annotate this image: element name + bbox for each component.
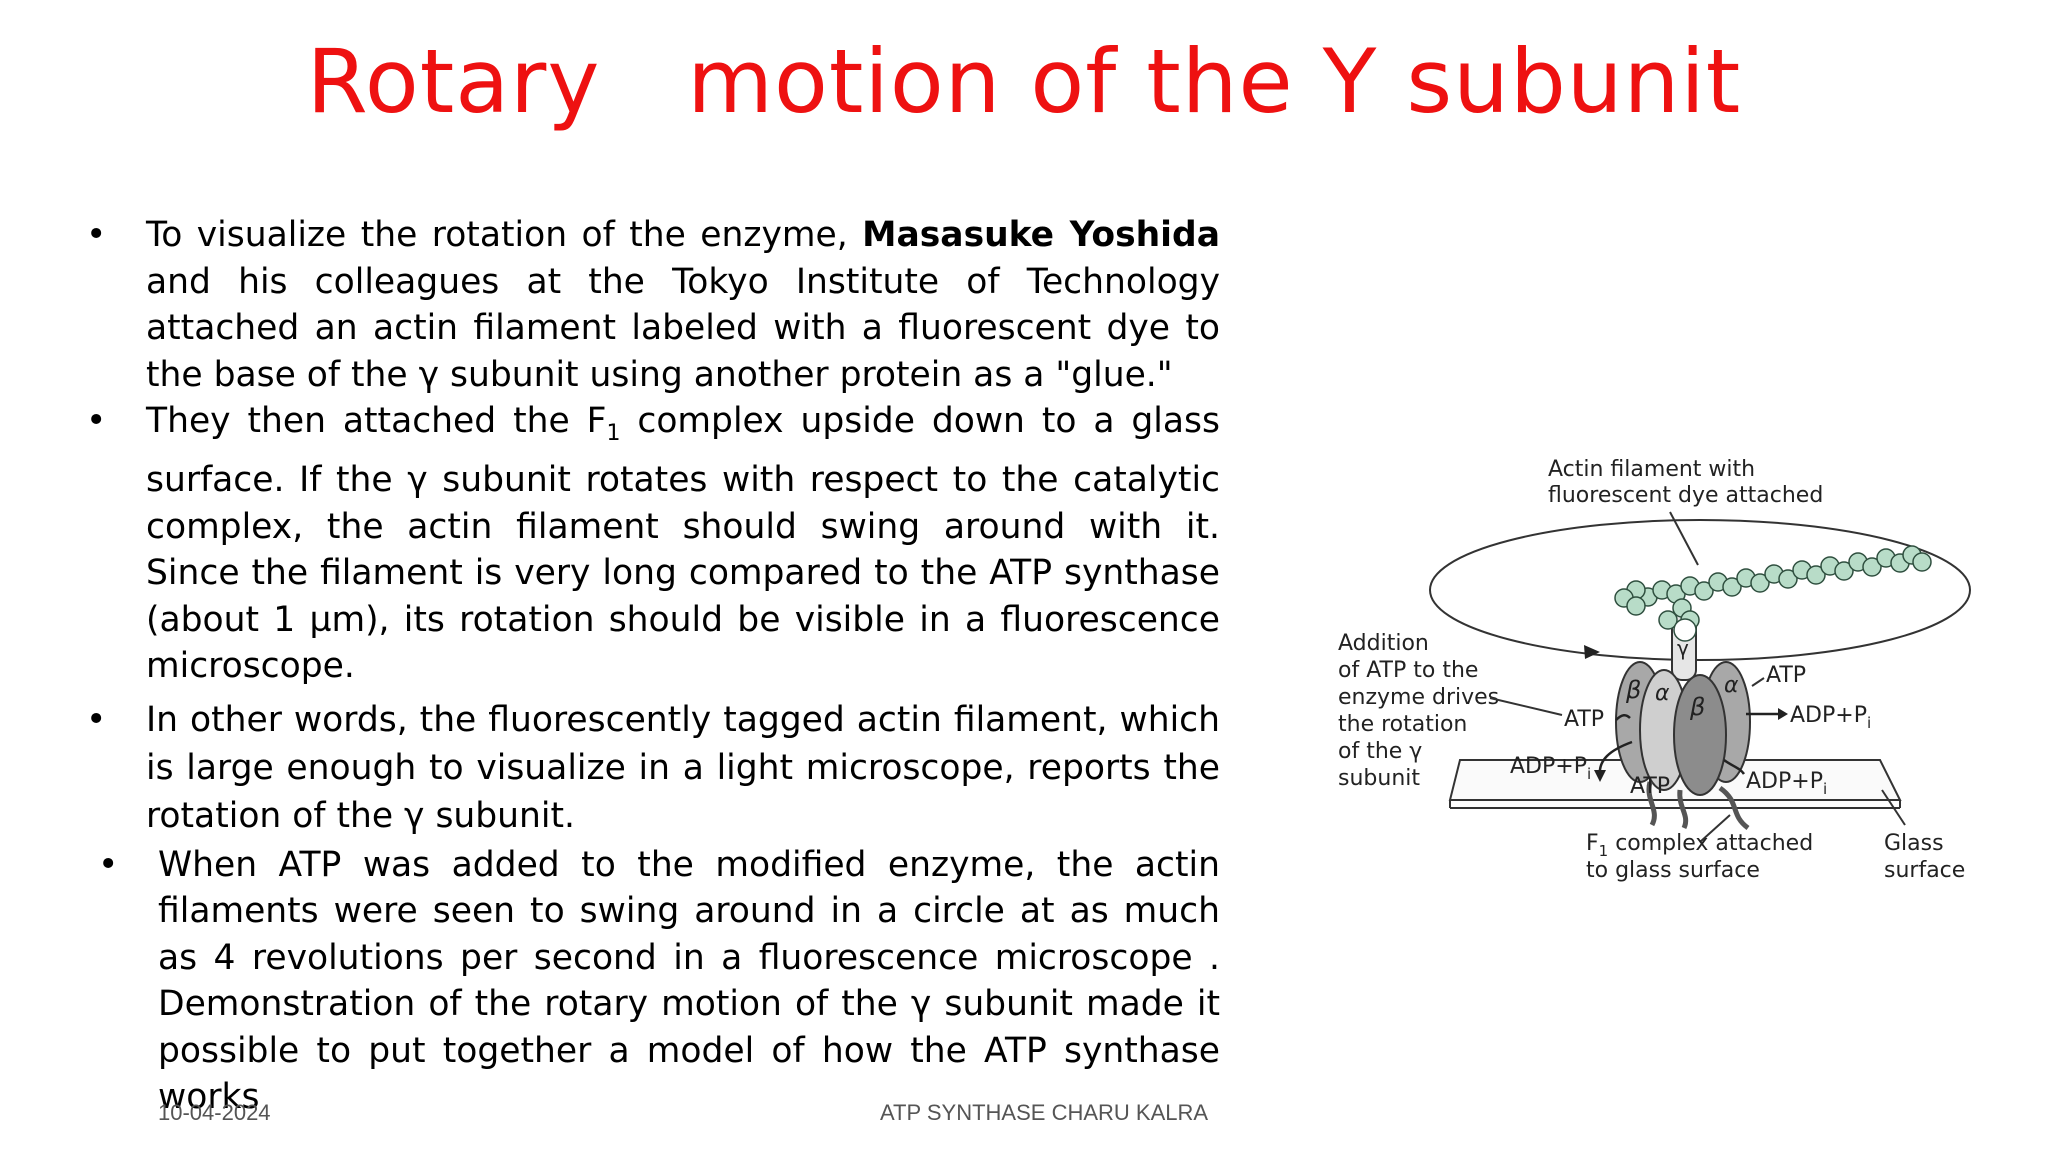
addition-label-pointer: [1489, 697, 1563, 716]
beta-subunit-front: [1673, 674, 1727, 796]
f1-label-pointer: [1699, 814, 1731, 843]
bullet-item-1: • To visualize the rotation of the enzym…: [86, 212, 1220, 398]
bullet-2-text-start: They then attached the F: [146, 401, 607, 441]
glue-protein: [1673, 618, 1697, 642]
rotation-path-ellipse: [1429, 519, 1971, 661]
svg-text:enzyme drives: enzyme drives: [1338, 685, 1499, 710]
slide-title: Rotary motion of the Y subunit: [306, 30, 1742, 133]
beta-label-front: β: [1689, 693, 1705, 721]
glass-surface-label-line1: Glass: [1884, 831, 1944, 856]
adp-right-arrowhead: [1778, 708, 1788, 720]
bullet-item-3: • In other words, the fluorescently tagg…: [86, 696, 1220, 840]
tether-right: [1718, 785, 1750, 831]
svg-text:subunit: subunit: [1338, 766, 1420, 791]
bullet-2-subscript: 1: [606, 420, 621, 446]
svg-text:the rotation: the rotation: [1338, 712, 1467, 737]
actin-filament: [1614, 545, 1932, 630]
atp-label-left: ATP: [1564, 707, 1604, 732]
bullet-marker: •: [86, 215, 107, 255]
addition-of-atp-label: Addition of ATP to the enzyme drives the…: [1338, 631, 1499, 791]
atp-label-right: ATP: [1766, 663, 1806, 688]
alpha-label-right: α: [1724, 673, 1739, 698]
bullet-marker: •: [86, 401, 107, 441]
bullet-2-text-end: complex upside down to a glass surface. …: [146, 401, 1220, 687]
bullet-3-text: In other words, the fluorescently tagged…: [146, 699, 1220, 836]
bullet-item-4: • When ATP was added to the modified enz…: [86, 842, 1220, 1121]
bullet-marker: •: [86, 699, 107, 740]
svg-text:of the γ: of the γ: [1338, 739, 1422, 764]
rotation-arrowhead: [1584, 645, 1600, 659]
gamma-label: γ: [1677, 636, 1689, 660]
atp-right-pointer: [1751, 677, 1765, 687]
glass-label-pointer: [1881, 789, 1906, 826]
beta-label-left: β: [1625, 676, 1641, 704]
bullet-1-text-start: To visualize the rotation of the enzyme,: [146, 215, 863, 255]
adp-label-right: ADP+Pi: [1790, 703, 1871, 732]
bullet-marker: •: [98, 844, 119, 885]
atp-left-arrow: [1615, 714, 1631, 721]
bullet-list: • To visualize the rotation of the enzym…: [86, 212, 1220, 1121]
adp-label-left: ADP+Pi: [1510, 754, 1591, 783]
adp-left-arrowhead: [1594, 770, 1606, 782]
alpha-label-front: α: [1655, 681, 1670, 706]
f1-complex-label-line1: F1 complex attached: [1586, 831, 1813, 860]
bullet-4-text: When ATP was added to the modified enzym…: [158, 844, 1220, 1118]
bullet-1-text-end: and his colleagues at the Tokyo Institut…: [146, 261, 1220, 395]
footer-text: ATP SYNTHASE CHARU KALRA: [880, 1100, 1209, 1125]
actin-label-line2: fluorescent dye attached: [1548, 483, 1823, 508]
adp-label-bottom: ADP+Pi: [1746, 769, 1827, 798]
atp-label-bottom: ATP: [1630, 774, 1670, 799]
bullet-1-bold-name: Masasuke Yoshida: [862, 215, 1220, 255]
glass-surface-label-line2: surface: [1884, 858, 1965, 883]
tether-left: [1646, 781, 1657, 827]
bullet-item-2: • They then attached the F1 complex upsi…: [86, 398, 1220, 690]
footer-date: 10-04-2024: [158, 1100, 271, 1125]
adp-bottom-arrow: [1723, 758, 1746, 775]
tether-middle: [1677, 789, 1689, 830]
svg-text:Addition: Addition: [1338, 631, 1429, 656]
f1-complex-label-line2: to glass surface: [1586, 858, 1760, 883]
svg-text:of ATP to the: of ATP to the: [1338, 658, 1478, 683]
actin-label-line1: Actin filament with: [1548, 457, 1755, 482]
atp-synthase-rotation-diagram: Actin filament with fluorescent dye atta…: [1338, 457, 1971, 883]
